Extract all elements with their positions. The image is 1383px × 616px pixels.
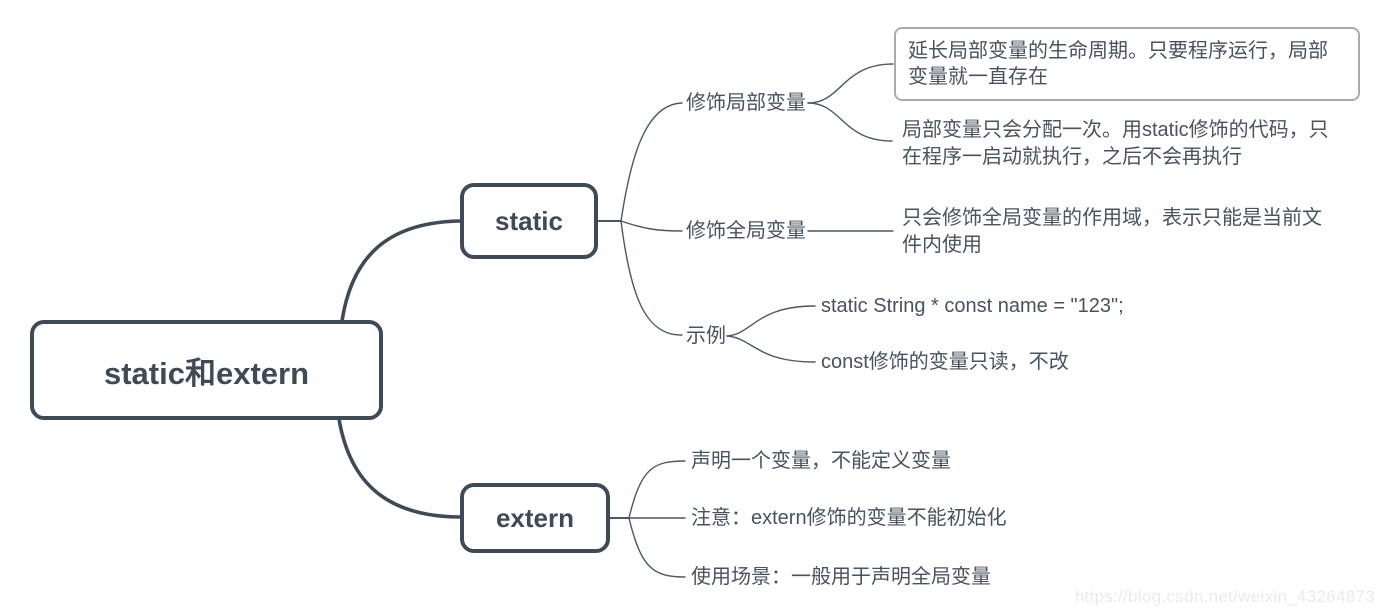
topic-modify-local-variable[interactable]: 修饰局部变量 [686,92,806,114]
note-code-example[interactable]: static String * const name = "123"; [821,295,1124,317]
connector-extern-declare [628,460,686,519]
note-global-scope[interactable]: 只会修饰全局变量的作用域，表示只能是当前文件内使用 [902,207,1322,256]
root-node[interactable]: static和extern [30,320,383,420]
note-allocate-once[interactable]: 局部变量只会分配一次。用static修饰的代码，只在程序一启动就执行，之后不会再… [902,119,1329,168]
topic-example[interactable]: 示例 [686,325,726,347]
watermark-text: https://blog.csdn.net/weixin_43264873 [1074,587,1375,606]
connector-root-extern [337,417,463,519]
connector-local-note2 [807,102,893,142]
connector-static-example [620,220,683,336]
connector-static-global [620,220,683,232]
extern-topic-note[interactable]: 注意：extern修饰的变量不能初始化 [691,507,1007,529]
note-const-readonly[interactable]: const修饰的变量只读，不改 [821,351,1069,373]
connector-local-note1 [807,63,894,104]
connector-static-local [620,102,683,222]
extern-topic-declare[interactable]: 声明一个变量，不能定义变量 [691,450,951,472]
branch-node-static[interactable]: static [460,183,598,259]
connector-example-code [726,305,816,337]
connector-example-const [726,335,816,363]
topic-modify-global-variable[interactable]: 修饰全局变量 [686,220,806,242]
extern-topic-usage[interactable]: 使用场景：一般用于声明全局变量 [691,566,991,588]
note-extend-lifetime[interactable]: 延长局部变量的生命周期。只要程序运行，局部变量就一直存在 [894,27,1360,101]
branch-node-extern[interactable]: extern [460,483,610,553]
connector-root-static [340,219,463,323]
connector-extern-usage [628,517,686,578]
